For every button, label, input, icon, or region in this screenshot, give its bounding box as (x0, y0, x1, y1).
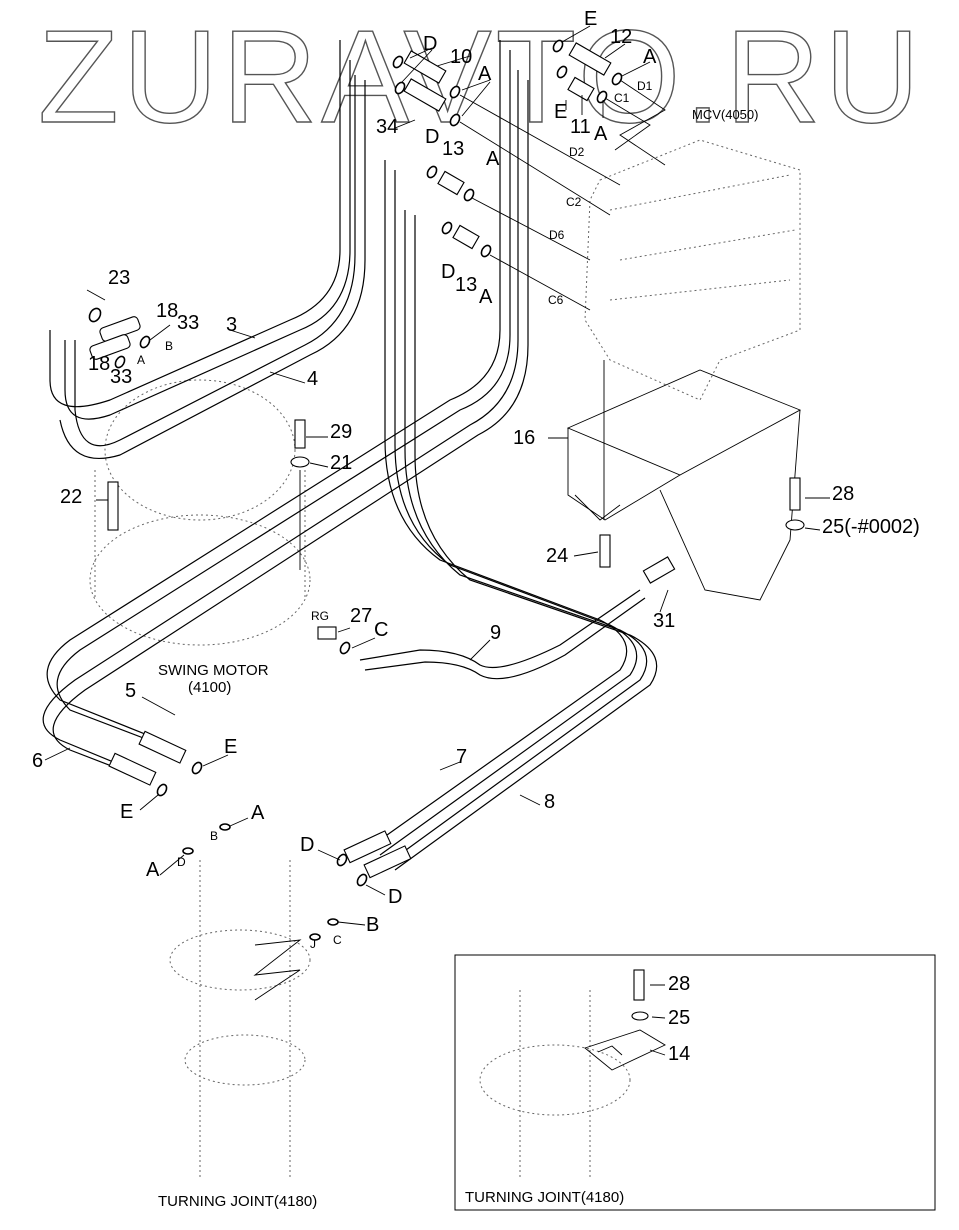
label-rg: RG (311, 609, 329, 623)
label-a: A (594, 123, 608, 145)
label-29: 29 (330, 421, 352, 443)
label-27: 27 (350, 605, 372, 627)
hose-3-4 (49, 40, 366, 459)
label-c: C (374, 619, 388, 641)
label-24: 24 (546, 545, 568, 567)
label-e: E (224, 736, 237, 758)
label-34: 34 (376, 116, 398, 138)
label-28: 28 (832, 483, 854, 505)
label-c1: C1 (614, 91, 630, 105)
label-5: 5 (125, 680, 136, 702)
label-swing-motor: SWING MOTOR (158, 662, 269, 679)
label-16: 16 (513, 427, 535, 449)
label-a: A (479, 286, 493, 308)
label-e: E (554, 101, 567, 123)
label-a: A (146, 859, 160, 881)
label-18: 18 (156, 300, 178, 322)
label-6: 6 (32, 750, 43, 772)
label-d6: D6 (549, 228, 565, 242)
hose-5-6 (42, 40, 529, 778)
label-c2: C2 (566, 195, 582, 209)
label-18: 18 (88, 353, 110, 375)
label-7: 7 (456, 746, 467, 768)
label-3: 3 (226, 314, 237, 336)
hose-7-8 (379, 160, 658, 871)
label-a: A (486, 148, 500, 170)
label-c: C (333, 933, 342, 947)
label-12: 12 (610, 26, 632, 48)
hose-9 (359, 589, 646, 680)
label-10: 10 (450, 46, 472, 68)
watermark: ZURAVTO.RU (38, 3, 924, 150)
label-4: 4 (307, 368, 318, 390)
inset-label-28: 28 (668, 973, 690, 995)
label-31: 31 (653, 610, 675, 632)
o-rings (88, 39, 623, 941)
label-b: B (165, 339, 173, 353)
label-23: 23 (108, 267, 130, 289)
inset-label-25: 25 (668, 1007, 690, 1029)
label-a: A (137, 353, 145, 367)
label-d: D (388, 886, 402, 908)
label-d: D (441, 261, 455, 283)
label-d1: D1 (637, 79, 653, 93)
label-c6: C6 (548, 293, 564, 307)
label-a: A (478, 63, 492, 85)
label-33: 33 (177, 312, 199, 334)
label-d: D (423, 33, 437, 55)
label-25: 25(-#0002) (822, 516, 920, 538)
label-a: A (251, 802, 265, 824)
fittings (89, 42, 805, 879)
label-b: B (210, 829, 218, 843)
callout-labels: D 10 A 34 E 12 A D1 C1 E 11 A MCV(4050) … (32, 8, 920, 1210)
label-d: D (425, 126, 439, 148)
label-d: D (300, 834, 314, 856)
label-e: E (120, 801, 133, 823)
label-mcv: MCV(4050) (692, 107, 758, 122)
label-22: 22 (60, 486, 82, 508)
label-21: 21 (330, 452, 352, 474)
mcv-valve-block (584, 139, 801, 401)
label-e: E (584, 8, 597, 30)
label-d: D (177, 855, 186, 869)
label-b: B (366, 914, 379, 936)
inset-label-14: 14 (668, 1043, 690, 1065)
label-13: 13 (442, 138, 464, 160)
label-a: A (643, 46, 657, 68)
turning-joint (169, 860, 311, 1180)
swing-motor (89, 379, 311, 646)
label-d2: D2 (569, 145, 585, 159)
label-11: 11 (570, 116, 591, 138)
inset-panel (454, 954, 936, 1211)
label-13: 13 (455, 274, 477, 296)
leader-lines (44, 25, 830, 926)
label-33: 33 (110, 366, 132, 388)
label-swing-motor-code: (4100) (188, 679, 231, 696)
label-turning-joint: TURNING JOINT(4180) (158, 1193, 317, 1210)
label-9: 9 (490, 622, 501, 644)
label-8: 8 (544, 791, 555, 813)
label-j: J (310, 937, 316, 951)
inset-label-turning-joint: TURNING JOINT(4180) (465, 1189, 624, 1206)
